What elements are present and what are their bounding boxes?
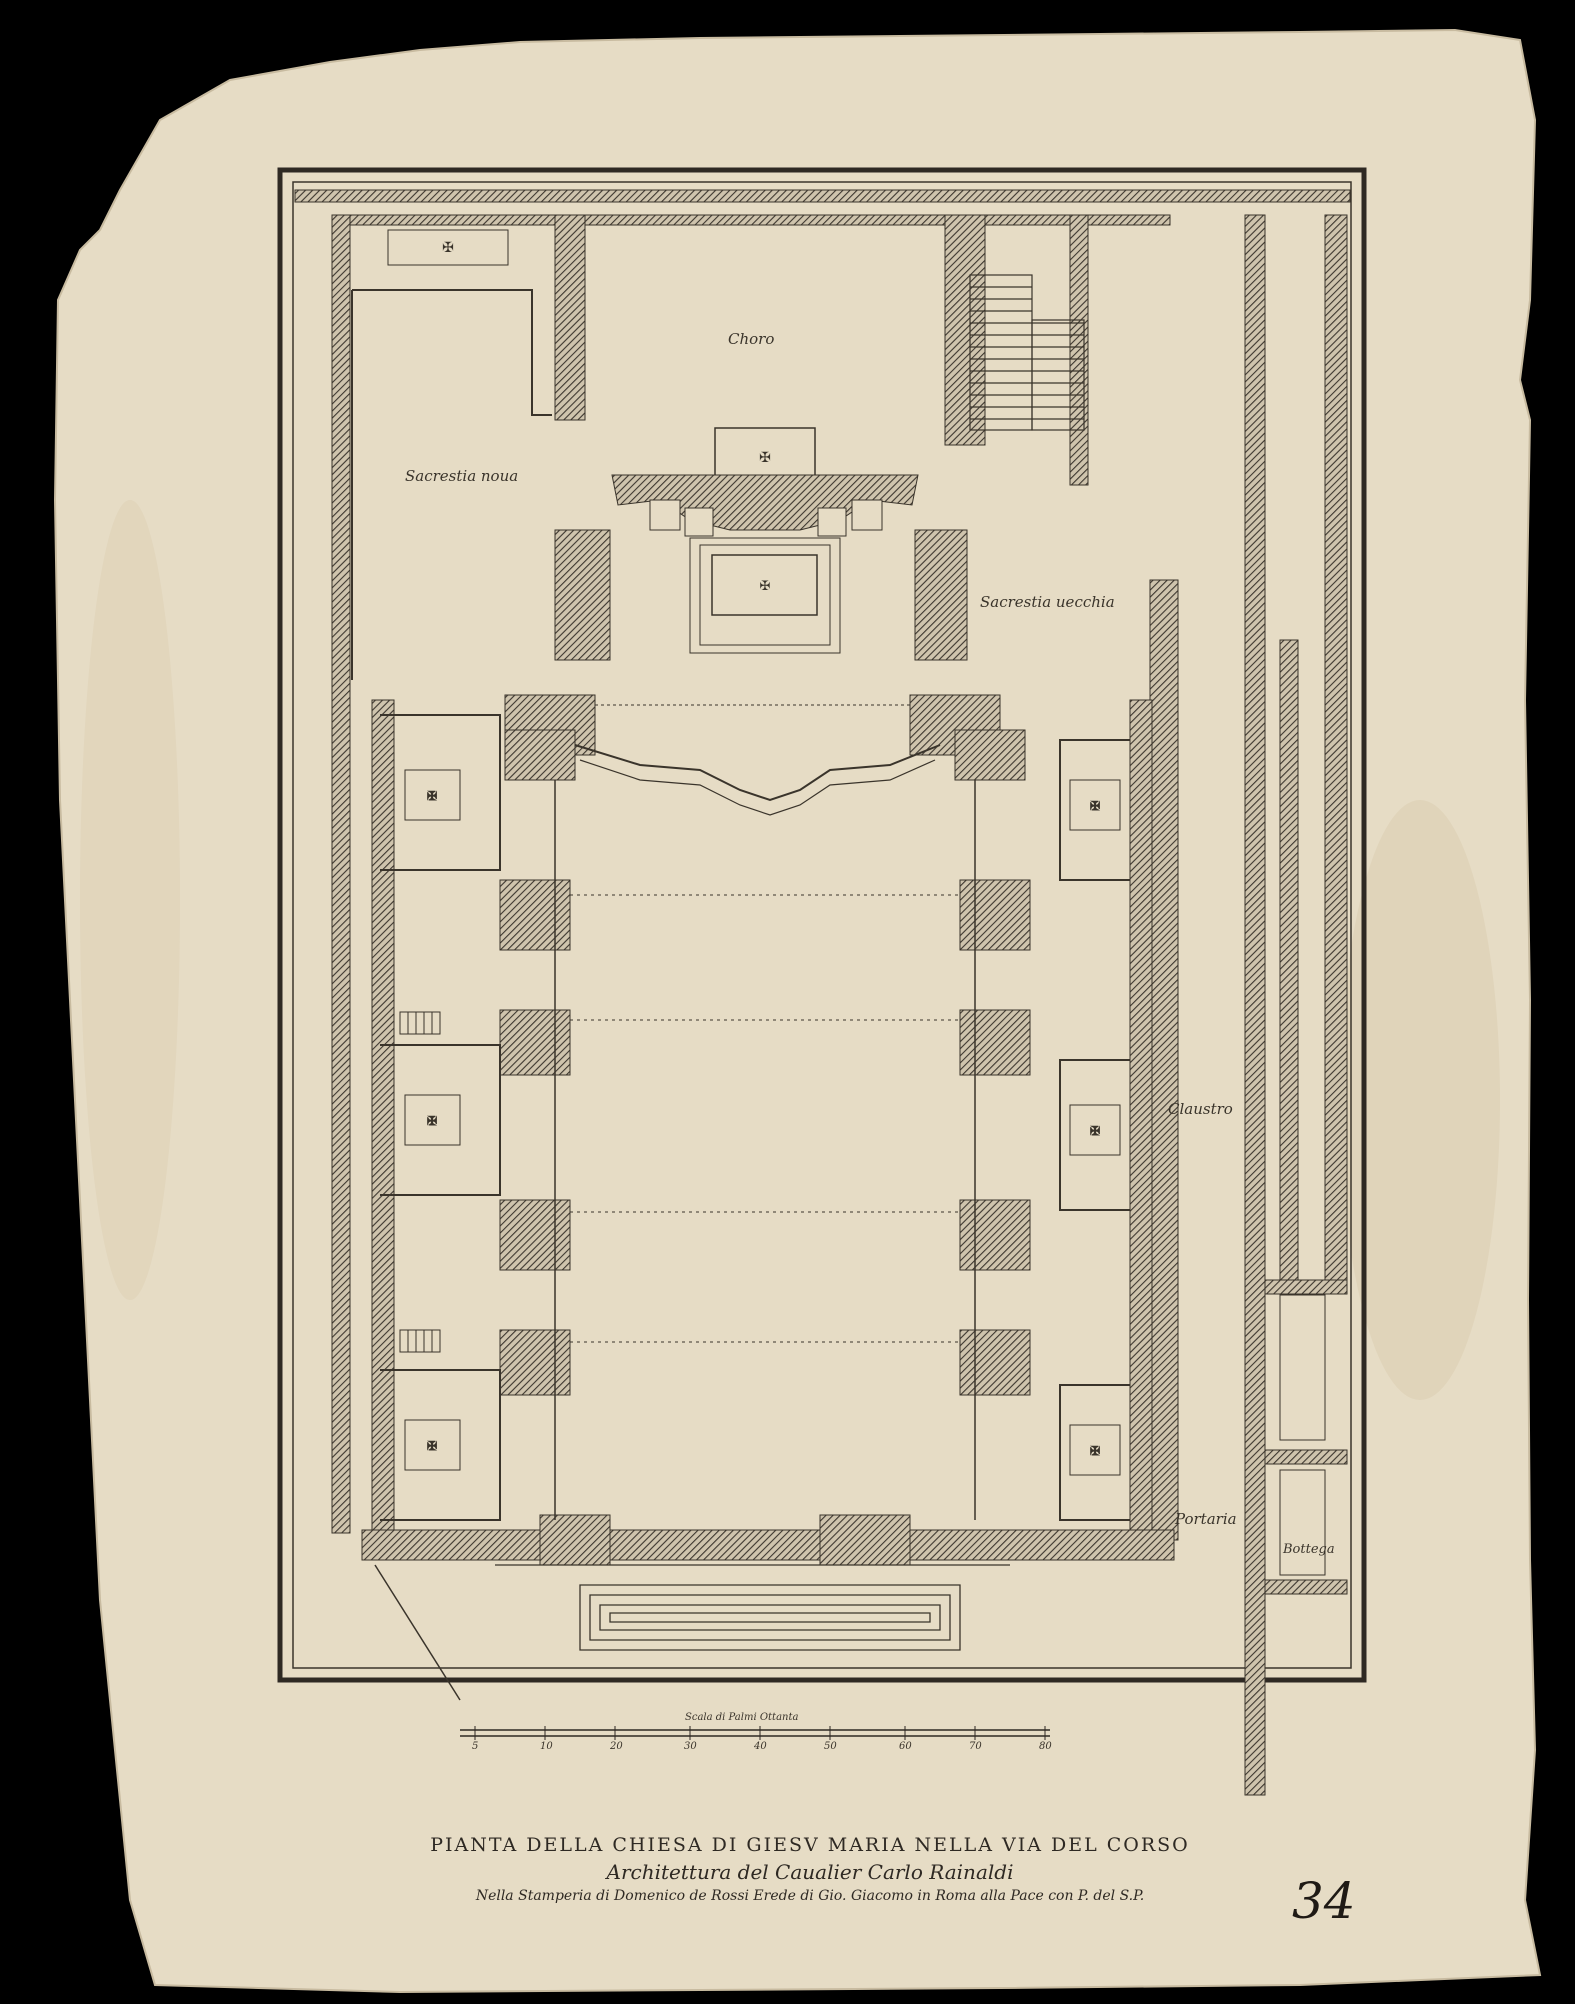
label-sacrestia-uecchia: Sacrestia uecchia [980, 593, 1115, 611]
label-claustro: Claustro [1168, 1100, 1233, 1118]
plate-number: 34 [1292, 1872, 1356, 1930]
svg-text:✠: ✠ [759, 450, 771, 466]
svg-text:✠: ✠ [1090, 1444, 1100, 1458]
label-sacrestia-noua: Sacrestia noua [405, 467, 519, 485]
scale-tick-label: 40 [754, 1741, 767, 1752]
publisher-line: Nella Stamperia di Domenico de Rossi Ere… [475, 1888, 1145, 1904]
plate-title: PIANTA DELLA CHIESA DI GIESV MARIA NELLA… [430, 1834, 1190, 1856]
scale-tick-label: 5 [472, 1741, 479, 1752]
scale-tick-label: 70 [969, 1741, 982, 1752]
architect-line: Architettura del Caualier Carlo Rainaldi [606, 1860, 1014, 1884]
scale-tick-label: 10 [540, 1741, 553, 1752]
svg-text:✠: ✠ [1090, 1124, 1100, 1138]
scale-tick-label: 60 [899, 1741, 912, 1752]
label-bottega: Bottega [1283, 1542, 1335, 1557]
label-choro: Choro [728, 330, 775, 348]
plate-border-inner [292, 181, 1352, 1669]
scale-tick-label: 50 [824, 1741, 837, 1752]
svg-text:✠: ✠ [427, 1439, 437, 1453]
scale-tick-label: 80 [1039, 1741, 1052, 1752]
scale-bar [460, 1726, 1050, 1740]
scale-caption: Scala di Palmi Ottanta [685, 1712, 799, 1723]
svg-text:✠: ✠ [1090, 799, 1100, 813]
svg-text:✠: ✠ [760, 579, 771, 594]
scale-tick-label: 20 [610, 1741, 623, 1752]
svg-text:✠: ✠ [427, 789, 437, 803]
scale-tick-label: 30 [684, 1741, 697, 1752]
plate-border-outer [277, 167, 1367, 1683]
svg-text:✠: ✠ [427, 1114, 437, 1128]
label-portaria: Portaria [1175, 1510, 1237, 1528]
svg-text:✠: ✠ [442, 240, 454, 256]
